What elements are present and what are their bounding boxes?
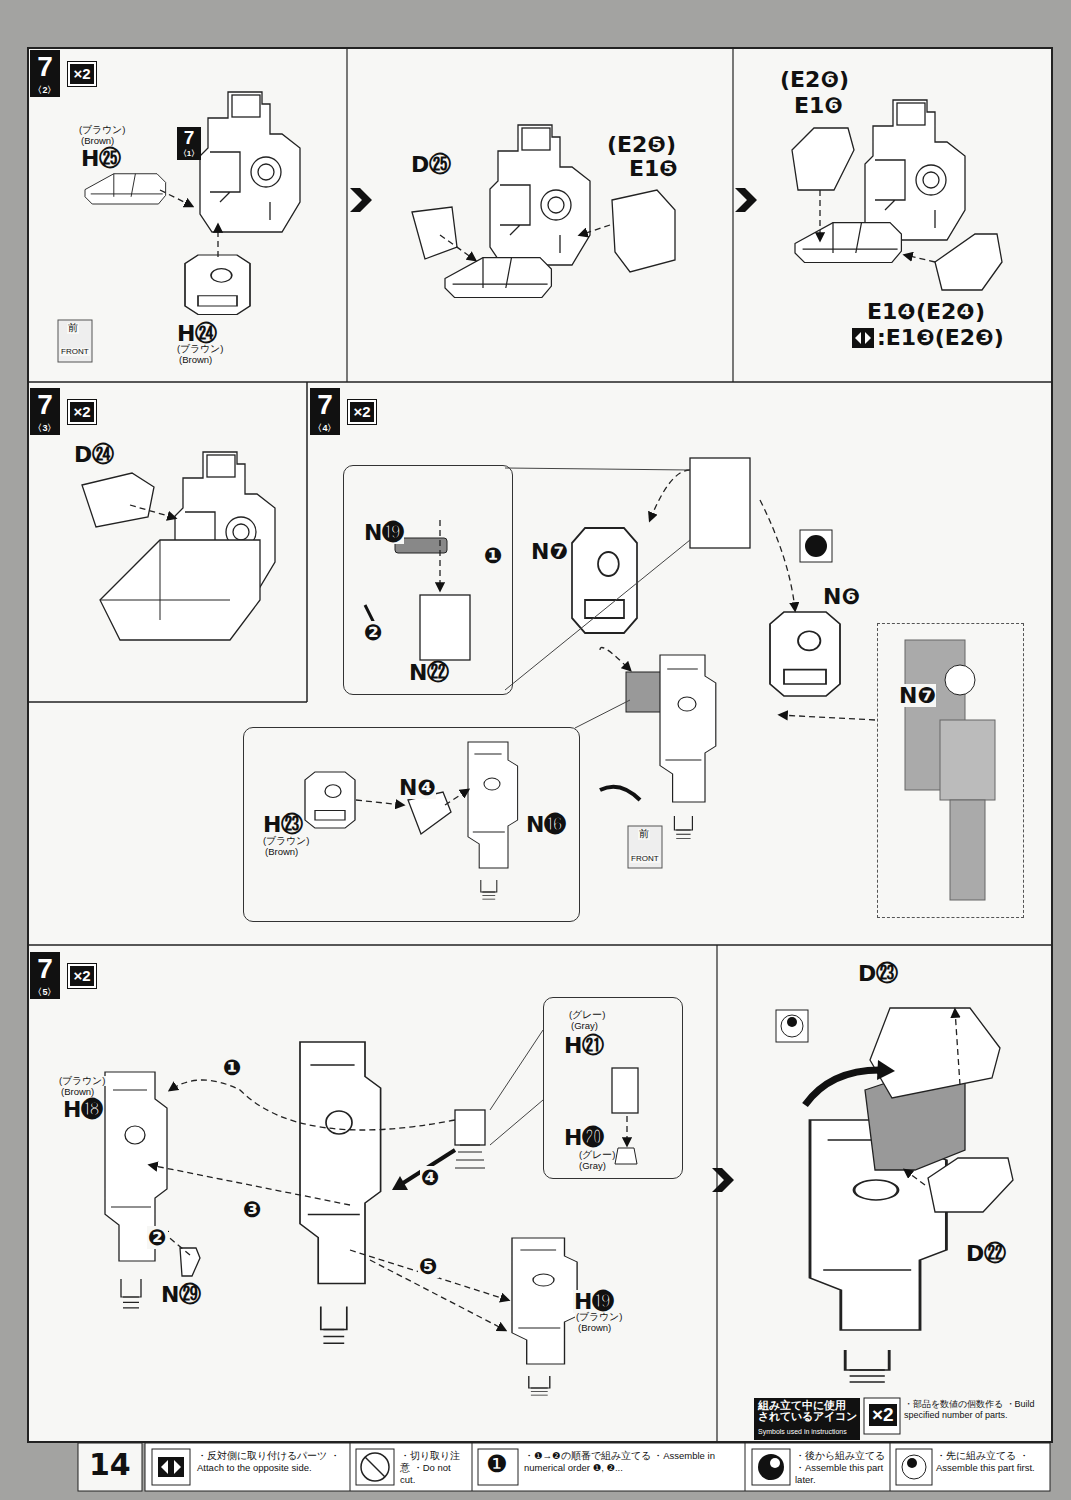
- part-label: H㉑: [564, 1034, 604, 1057]
- part-label: H㉔: [176, 322, 218, 345]
- part-label: FRONT: [630, 855, 660, 863]
- legend-text: ・部品を数値の個数作る ・Build specified number of p…: [904, 1399, 1050, 1422]
- part-label: D㉒: [965, 1242, 1007, 1265]
- assembly-arrow: [365, 605, 640, 1190]
- part-label: (ブラウン): [78, 125, 126, 135]
- detail-inset: N⓳ ❶ ❷ N㉒: [343, 465, 513, 695]
- part-label: 前: [638, 829, 650, 840]
- part-label: Symbols used in instructions: [757, 1428, 859, 1435]
- step-number: 〈3〉: [30, 421, 60, 435]
- dashed-arrow: [130, 190, 960, 1330]
- part-label: ❷: [364, 621, 383, 644]
- step-number: 7: [30, 50, 60, 84]
- part-label: (ブラウン): [263, 836, 309, 846]
- part-label: (Brown): [577, 1323, 612, 1333]
- part-label: D㉔: [73, 443, 115, 466]
- legend-text: ・切り取り注意 ・Do not cut.: [400, 1450, 468, 1486]
- step-badge: 7〈2〉 ×2: [30, 50, 100, 100]
- part-label: ❶: [222, 1056, 243, 1079]
- part-label: (Brown): [60, 1087, 95, 1097]
- part-label: ❶: [485, 1451, 509, 1476]
- order-icon: [58, 320, 874, 1042]
- part-label: H⓲: [62, 1098, 104, 1121]
- step-number: 〈1〉: [177, 148, 201, 160]
- legend-strip: [78, 1398, 1050, 1491]
- part-label: N❹: [399, 776, 436, 799]
- step-badge: 7〈5〉 ×2: [30, 952, 100, 1002]
- part-label: H㉕: [80, 147, 122, 170]
- step-number: 7: [310, 388, 340, 422]
- detail-inset: N❼: [877, 623, 1024, 918]
- legend-text: ・❶→❷の順番で組み立てる ・Assemble in numerical ord…: [524, 1450, 742, 1474]
- part-label: 組み立て中に使用 されているアイコン: [757, 1400, 859, 1422]
- step-number: ×2: [68, 400, 96, 424]
- step-badge: 7〈1〉: [177, 127, 205, 163]
- part-label: ❸: [242, 1198, 263, 1221]
- step-badge: 7〈3〉 ×2: [30, 388, 100, 438]
- part-label: N❻: [822, 585, 861, 608]
- legend-text: ・後から組み立てる ・Assemble this part later.: [795, 1450, 888, 1486]
- step-badge: 7〈4〉 ×2: [310, 388, 380, 438]
- part-label: (グレー): [579, 1150, 615, 1160]
- part-label: (Brown): [178, 355, 213, 365]
- part-label: N⓳: [364, 521, 404, 544]
- leader-line: [490, 468, 690, 1145]
- part-label: ❹: [420, 1166, 441, 1189]
- part-label: ×2: [869, 1404, 897, 1426]
- part-label: H⓴: [564, 1126, 604, 1149]
- part-label: (Brown): [80, 136, 115, 146]
- part-label: (グレー): [569, 1010, 605, 1020]
- step-number: 〈5〉: [30, 985, 60, 999]
- part-label: (E2❺): [606, 133, 677, 156]
- part-label: H⓳: [573, 1290, 615, 1313]
- part-label: E1❻: [793, 94, 844, 117]
- step-number: ×2: [68, 62, 96, 86]
- part-label: 14: [88, 1449, 132, 1481]
- part-label: N㉒: [409, 661, 449, 684]
- part-label: N⓰: [526, 813, 566, 836]
- step-number: 〈2〉: [30, 83, 60, 97]
- legend-text: ・反対側に取り付けるパーツ ・Attach to the opposite si…: [197, 1450, 342, 1474]
- part-label: N❼: [530, 540, 569, 563]
- part-label: (Gray): [579, 1161, 606, 1171]
- part-label: (Brown): [265, 847, 298, 857]
- step-number: ×2: [348, 400, 376, 424]
- step-number: ×2: [68, 964, 96, 988]
- step-number: 7: [30, 388, 60, 422]
- part-label: N❼: [899, 684, 936, 707]
- step-number: 7: [177, 127, 201, 149]
- part-label: (ブラウン): [176, 344, 224, 354]
- part-label: ❺: [418, 1255, 439, 1278]
- part-label: N㉙: [160, 1283, 202, 1306]
- detail-inset: (グレー)(Gray)H㉑H⓴(グレー)(Gray): [543, 997, 683, 1179]
- step-chevron: [350, 188, 757, 1192]
- part-label: ❷: [147, 1226, 168, 1249]
- detail-inset: H㉓(ブラウン)(Brown) N❹ N⓰: [243, 727, 580, 922]
- part-label: (Gray): [571, 1021, 598, 1031]
- step-number: 7: [30, 952, 60, 986]
- part-label: (E2❻): [779, 68, 850, 91]
- part-label: (ブラウン): [575, 1312, 623, 1322]
- part-label: E1❺: [628, 157, 679, 180]
- part-label: E1❹(E2❹): [866, 300, 986, 323]
- part-label: H㉓: [263, 813, 303, 836]
- part-label: D㉓: [857, 962, 899, 985]
- part-label: 前: [67, 323, 79, 334]
- part-label: (ブラウン): [58, 1076, 106, 1086]
- part-label: D㉕: [410, 153, 452, 176]
- page-sheet: [28, 48, 1052, 1442]
- part-label: ❶: [484, 544, 503, 567]
- part-label: :E1❸(E2❸): [876, 326, 1005, 349]
- step-number: 〈4〉: [310, 421, 340, 435]
- part-drawing: [82, 92, 1013, 1395]
- legend-text: ・先に組み立てる ・Assemble this part first.: [936, 1450, 1048, 1474]
- part-label: FRONT: [60, 348, 90, 356]
